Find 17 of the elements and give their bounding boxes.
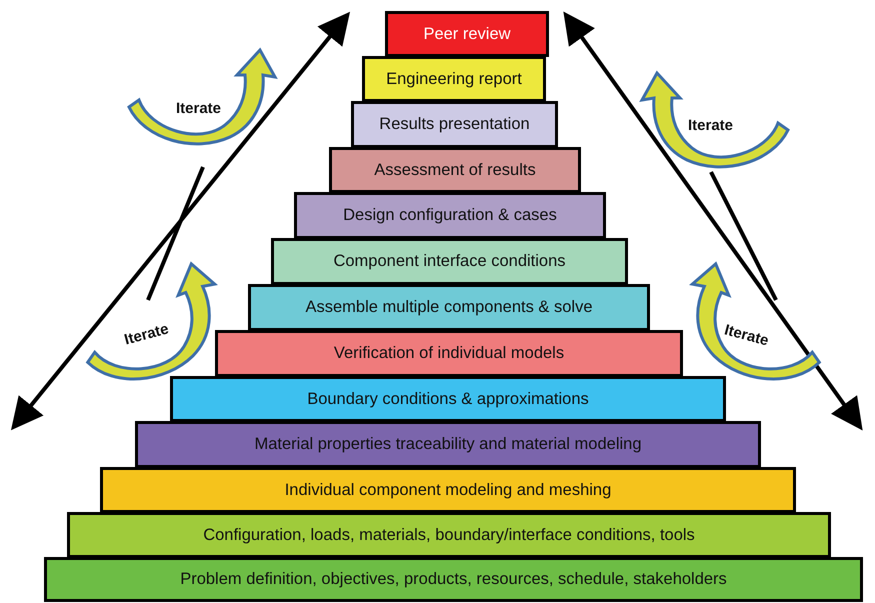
iterate-label: Iterate [722, 321, 770, 350]
pyramid-step: Component interface conditions [271, 238, 628, 285]
pyramid-step: Problem definition, objectives, products, resources, schedule, stakeholders [44, 557, 863, 602]
pyramid-step: Configuration, loads, materials, boundary/interface conditions, tools [67, 512, 831, 558]
pyramid-step: Boundary conditions & approximations [170, 376, 726, 422]
pyramid-step: Peer review [385, 11, 549, 57]
iterate-label: Iterate [688, 117, 734, 134]
pyramid-step: Assessment of results [329, 147, 581, 193]
iterate-label: Iterate [122, 320, 170, 349]
pyramid-step: Engineering report [362, 56, 546, 102]
pyramid-step: Assemble multiple components & solve [248, 284, 650, 331]
pyramid-step: Results presentation [351, 101, 558, 148]
pyramid-step: Design configuration & cases [294, 192, 606, 239]
iterate-label: Iterate [176, 100, 222, 117]
pyramid-step: Individual component modeling and meshing [100, 467, 796, 513]
pyramid-step: Verification of individual models [215, 330, 683, 377]
pyramid-step: Material properties traceability and material modeling [135, 421, 761, 468]
